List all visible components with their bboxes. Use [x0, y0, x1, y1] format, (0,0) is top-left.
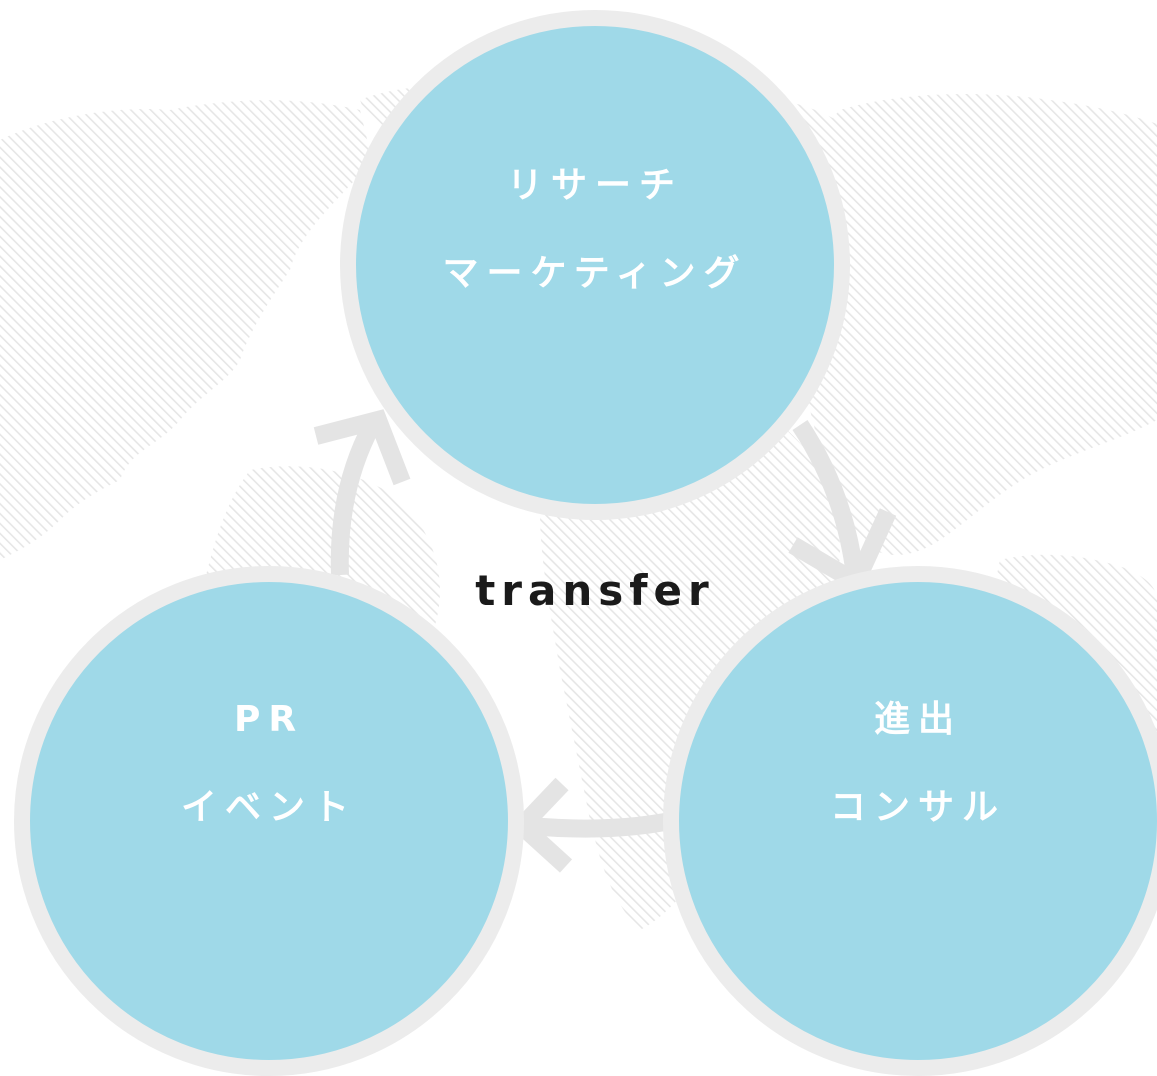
curved-arrow-icon: [316, 420, 402, 575]
node-right-line2: コンサル: [830, 790, 1006, 826]
node-left-line1: PR: [234, 702, 304, 738]
node-top-line2: マーケティング: [442, 256, 747, 292]
node-expansion-consulting: 進出 コンサル: [663, 566, 1157, 1076]
curved-arrow-icon: [522, 784, 665, 866]
curved-arrow-icon: [793, 425, 888, 582]
node-left-line2: イベント: [181, 790, 357, 826]
center-label: transfer: [420, 570, 770, 612]
node-top-line1: リサーチ: [507, 168, 683, 204]
node-research-marketing: リサーチ マーケティング: [340, 10, 850, 520]
node-pr-event: PR イベント: [14, 566, 524, 1076]
node-right-line1: 進出: [874, 702, 962, 738]
